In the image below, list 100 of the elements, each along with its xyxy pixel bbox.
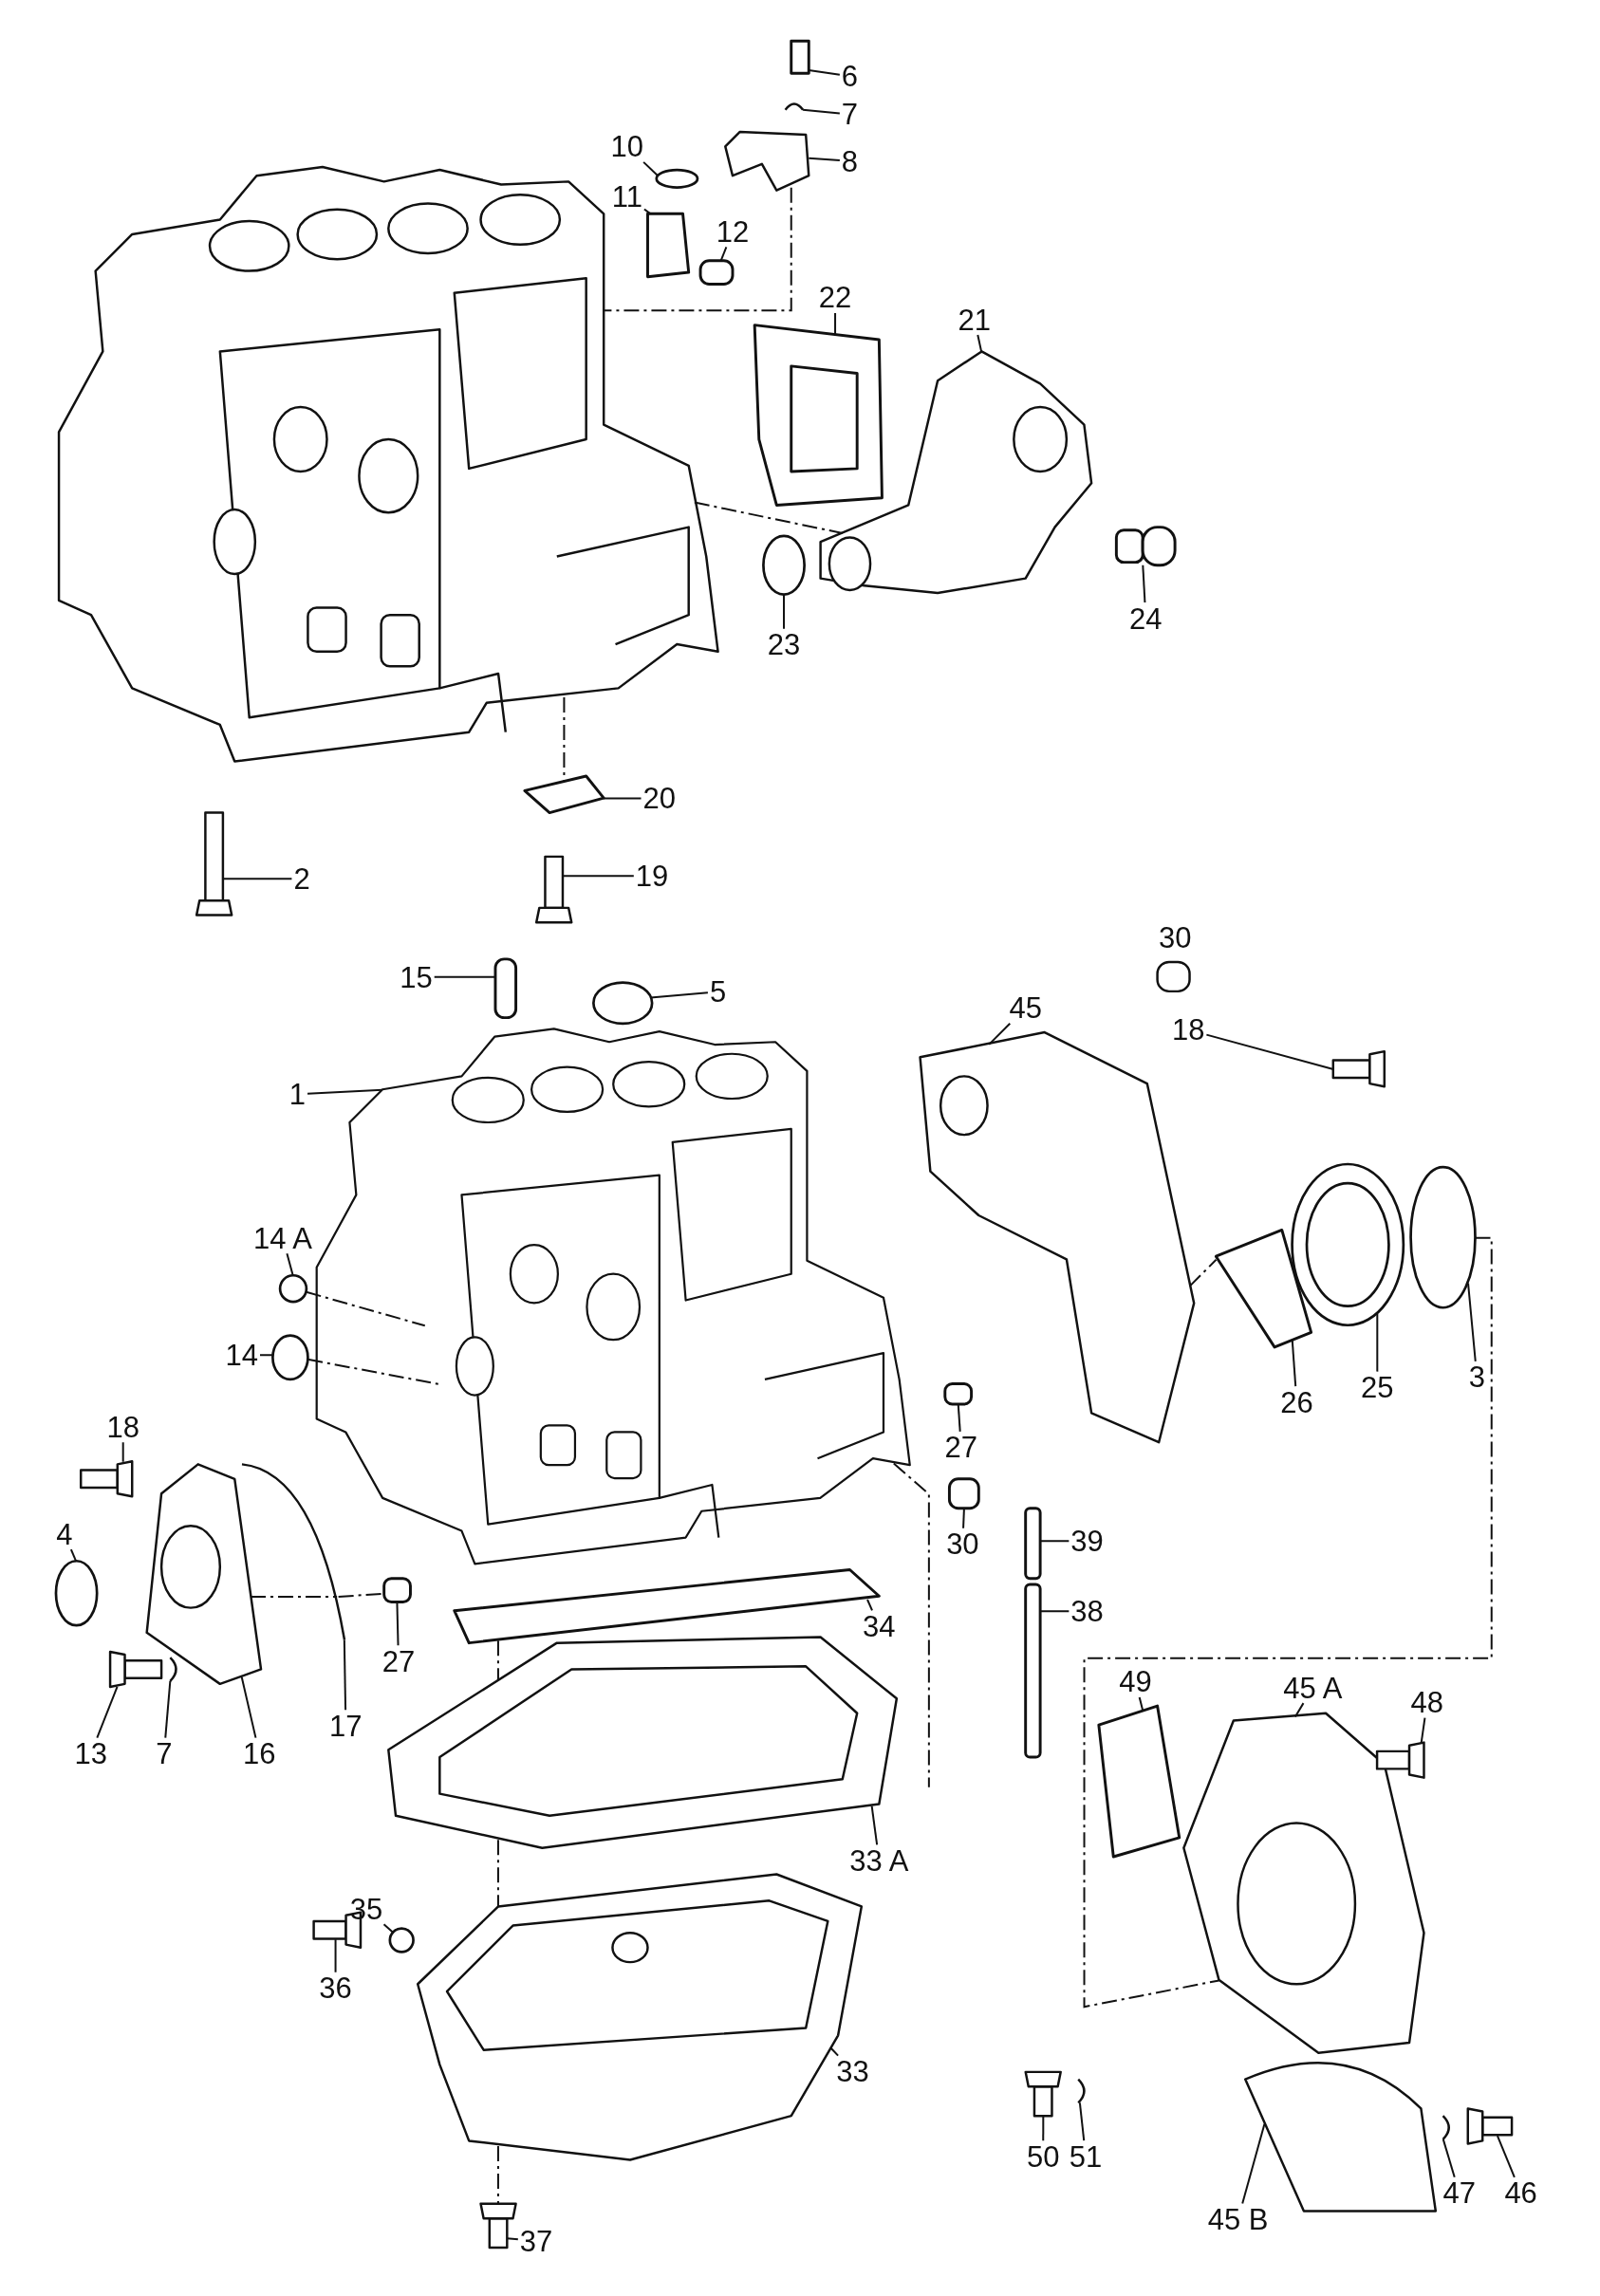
callout-number: 36 — [317, 1972, 354, 2004]
washer-drawing — [1442, 2115, 1450, 2140]
leader-line — [96, 1685, 119, 1739]
leader-line — [334, 1938, 337, 1973]
leader-line — [802, 108, 841, 115]
leader-line — [1042, 2115, 1045, 2142]
center-line — [1188, 1258, 1218, 1287]
leader-line — [1467, 1282, 1477, 1362]
leader-line — [1039, 1540, 1070, 1543]
cap-drawing — [646, 212, 691, 279]
callout-number: 25 — [1359, 1371, 1396, 1403]
engine-block-drawing — [57, 165, 719, 763]
center-line — [693, 501, 844, 534]
gasket-drawing — [753, 324, 884, 507]
washer-drawing — [784, 102, 805, 111]
bolt-drawing — [195, 811, 233, 917]
callout-number: 35 — [347, 1893, 385, 1925]
callout-number: 51 — [1067, 2140, 1105, 2173]
bracket-drawing — [724, 130, 810, 192]
callout-number: 11 — [609, 180, 644, 213]
ring-drawing — [655, 168, 699, 189]
callout-number: 24 — [1127, 602, 1164, 635]
callout-number: 30 — [1158, 921, 1193, 954]
seal-flange-drawing — [1214, 1228, 1313, 1349]
leader-line — [783, 593, 785, 630]
leader-line — [396, 1601, 400, 1647]
callout-number: 19 — [633, 860, 671, 892]
leader-line — [957, 1403, 961, 1433]
callout-number: 47 — [1441, 2176, 1478, 2209]
callout-number: 38 — [1069, 1595, 1106, 1627]
cap-drawing — [592, 981, 654, 1026]
center-line — [305, 1290, 426, 1327]
callout-number: 13 — [72, 1737, 109, 1769]
leader-line — [988, 1022, 1012, 1046]
washer-drawing — [1077, 2078, 1086, 2104]
callout-number: 39 — [1069, 1525, 1106, 1557]
callout-number: 27 — [942, 1431, 980, 1463]
bolt-drawing — [479, 2202, 517, 2250]
center-line — [563, 695, 566, 782]
leader-line — [1205, 1033, 1334, 1071]
plug-drawing — [278, 1273, 308, 1304]
leader-line — [433, 975, 496, 978]
leader-line — [642, 160, 660, 177]
bolt-drawing — [1024, 2070, 1062, 2118]
callout-number: 17 — [327, 1710, 364, 1742]
callout-number: 2 — [291, 862, 312, 895]
leader-line — [1496, 2135, 1516, 2178]
center-line — [496, 1839, 499, 1909]
washer-drawing — [169, 1657, 177, 1682]
callout-number: 5 — [707, 975, 729, 1008]
callout-number: 37 — [517, 2225, 555, 2257]
callout-number: 12 — [714, 215, 752, 248]
callout-number: 30 — [944, 1528, 981, 1560]
plug-drawing — [698, 259, 735, 286]
front-cover-drawing — [145, 1463, 263, 1686]
callout-number: 18 — [1169, 1013, 1207, 1046]
callout-number: 18 — [104, 1411, 141, 1443]
leader-line — [1039, 1610, 1070, 1613]
center-line — [603, 186, 792, 312]
callout-number: 48 — [1408, 1686, 1446, 1718]
leader-line — [561, 875, 635, 878]
leader-line — [1241, 2122, 1266, 2205]
seal-drawing — [54, 1559, 99, 1627]
leader-line — [1138, 1695, 1144, 1713]
leader-line — [382, 1923, 394, 1934]
callout-number: 4 — [54, 1518, 75, 1549]
callout-number: 34 — [861, 1610, 898, 1642]
leader-line — [121, 1441, 124, 1463]
leader-line — [829, 2046, 840, 2057]
bolt-drawing — [790, 39, 810, 75]
leader-line — [1293, 1702, 1305, 1718]
leader-line — [870, 1805, 879, 1846]
dowel-drawing — [382, 1577, 412, 1603]
callout-number: 3 — [1466, 1361, 1487, 1393]
dipstick-tube-drawing — [1024, 1507, 1042, 1581]
leader-line — [240, 1676, 257, 1739]
callout-number: 49 — [1117, 1665, 1154, 1697]
callout-number: 45 A — [1281, 1672, 1345, 1704]
callout-number: 20 — [641, 782, 678, 814]
callout-number: 16 — [241, 1737, 278, 1769]
callout-number: 21 — [956, 304, 993, 336]
callout-number: 15 — [398, 961, 435, 993]
center-line — [496, 2144, 499, 2206]
plug-drawing — [271, 1334, 309, 1381]
callout-number: 22 — [816, 281, 854, 313]
water-pump-housing-drawing — [819, 350, 1093, 595]
bolt-drawing — [79, 1460, 134, 1498]
callout-number: 50 — [1025, 2140, 1062, 2173]
callout-number: 45 — [1007, 991, 1044, 1024]
leader-line — [808, 157, 841, 162]
leader-line — [719, 246, 728, 262]
center-line — [496, 1639, 499, 1681]
engine-block-drawing — [315, 1028, 911, 1565]
leader-line — [1291, 1339, 1297, 1388]
leader-line — [343, 1639, 347, 1712]
callout-number: 23 — [765, 628, 803, 660]
bracket-drawing — [523, 774, 605, 815]
callout-number: 7 — [154, 1737, 175, 1769]
leader-line — [307, 1088, 383, 1095]
callout-number: 46 — [1502, 2176, 1539, 2209]
